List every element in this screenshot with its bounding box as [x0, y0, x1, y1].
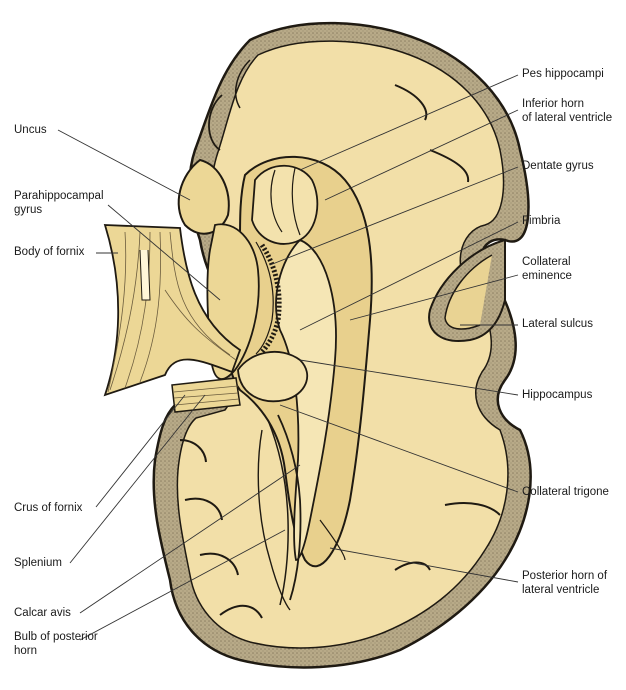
pes-hippocampi: [252, 166, 317, 244]
label-inferior-horn-line2: of lateral ventricle: [522, 112, 612, 125]
label-posterior-horn-line2: lateral ventricle: [522, 584, 599, 597]
label-parahippocampal-line1: Parahippocampal: [14, 190, 104, 203]
label-collateral-trigone: Collateral trigone: [522, 486, 609, 499]
label-inferior-horn-line1: Inferior horn: [522, 98, 584, 111]
label-bulb-line1: Bulb of posterior: [14, 631, 98, 644]
label-fimbria: Fimbria: [522, 215, 560, 228]
label-dentate-gyrus: Dentate gyrus: [522, 160, 594, 173]
label-collateral-eminence-line2: eminence: [522, 270, 572, 283]
label-splenium: Splenium: [14, 557, 62, 570]
label-collateral-eminence-line1: Collateral: [522, 256, 571, 269]
label-body-of-fornix: Body of fornix: [14, 246, 84, 259]
label-calcar-avis: Calcar avis: [14, 607, 71, 620]
label-posterior-horn-line1: Posterior horn of: [522, 570, 607, 583]
label-bulb-line2: horn: [14, 645, 37, 658]
label-parahippocampal-line2: gyrus: [14, 204, 42, 217]
label-lateral-sulcus: Lateral sulcus: [522, 318, 593, 331]
label-uncus: Uncus: [14, 124, 47, 137]
label-pes-hippocampi: Pes hippocampi: [522, 68, 604, 81]
label-crus-of-fornix: Crus of fornix: [14, 502, 82, 515]
label-hippocampus: Hippocampus: [522, 389, 592, 402]
